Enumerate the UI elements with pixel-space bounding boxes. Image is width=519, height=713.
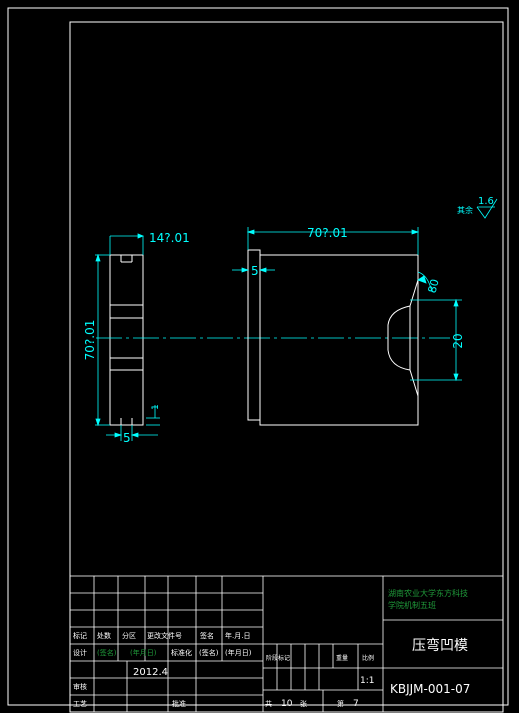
tb-process: 工艺 [73, 700, 87, 708]
tb-ratio: 比例 [362, 654, 374, 662]
left-bottom-dim: 5 [123, 431, 131, 445]
tb-mark: 标记 [73, 631, 87, 640]
left-width-dim: 14?.01 [149, 231, 190, 245]
outer-border [7, 7, 509, 706]
tb-std: 标准化 [171, 648, 192, 657]
tb-count: 处数 [97, 631, 111, 640]
tb-zone: 分区 [122, 631, 136, 640]
tb-sheet-no-label: 第 [337, 699, 344, 708]
tb-std-date: (年月日) [225, 648, 252, 657]
tb-total-sheets: 10 [281, 699, 293, 709]
tb-ymd: 年.月.日 [225, 631, 250, 640]
tb-sheets-unit: 张 [300, 699, 307, 708]
slot-profile [387, 279, 419, 397]
left-view [109, 254, 144, 426]
slot-angle-dim: 80 [426, 278, 442, 295]
tb-sheet-no: 7 [353, 699, 359, 709]
tb-std-sign: (签名) [199, 648, 219, 657]
tb-university: 湖南农业大学东方科技学院机制五班 [388, 588, 468, 610]
left-view-dims [95, 233, 160, 441]
title-block [69, 575, 504, 713]
tb-part-name: 压弯凹模 [412, 637, 468, 654]
tb-change-doc: 更改文件号 [147, 631, 182, 640]
tb-design: 设计 [73, 648, 87, 657]
left-view-body [109, 254, 144, 426]
tb-scale: 1:1 [360, 676, 374, 686]
tb-stage-mark: 阶段标记 [266, 654, 290, 662]
front-view [247, 249, 419, 426]
tb-weight: 重量 [336, 654, 348, 662]
tb-signature: 签名 [200, 631, 214, 640]
tb-drawing-number: KBJJM-001-07 [390, 682, 470, 696]
front-width-dim: 70?.01 [307, 226, 348, 240]
left-side-tick: 1 [151, 404, 161, 410]
tb-date: 2012.4 [133, 667, 168, 678]
inner-frame [69, 21, 504, 713]
tb-total-label: 共 [265, 699, 272, 708]
front-step-dim: 5 [251, 264, 259, 278]
tb-design-name: (签名) [97, 648, 117, 657]
tb-design-date: (年月日) [130, 648, 157, 657]
roughness-value: 1.6 [478, 196, 494, 207]
left-height-dim: 70?.01 [83, 320, 97, 361]
slot-width-dim: 20 [451, 333, 465, 348]
roughness-label: 其余 [457, 205, 473, 215]
front-view-dims [232, 227, 462, 382]
roughness-symbol [476, 198, 498, 219]
front-view-outline [247, 249, 419, 426]
tb-approve: 批准 [172, 699, 186, 708]
tb-review: 审核 [73, 682, 87, 691]
